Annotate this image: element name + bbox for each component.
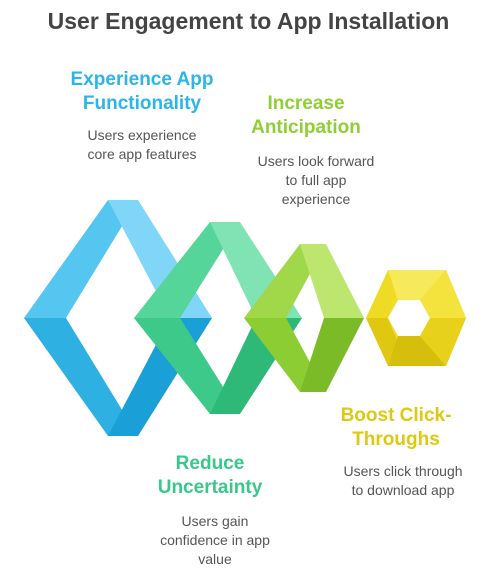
blue-hexagon-frame (24, 200, 212, 436)
stage-description-increase-anticipation: Users look forward to full app experienc… (257, 153, 375, 207)
stage-label-experience-app-functionality: Experience App Functionality (70, 69, 214, 114)
stage-description-experience-app-functionality: Users experience core app features (87, 127, 197, 162)
stage-label-boost-click-throughs: Boost Click- Throughs (340, 405, 452, 450)
stage-description-reduce-uncertainty: Users gain confidence in app value (160, 513, 270, 567)
yellow-hexagon-cube (366, 270, 466, 366)
stage-description-boost-click-throughs: Users click through to download app (343, 463, 463, 498)
lime-hexagon-frame (244, 244, 364, 392)
stage-label-reduce-uncertainty: Reduce Uncertainty (157, 453, 263, 498)
page-title: User Engagement to App Installation (47, 8, 450, 34)
stage-label-increase-anticipation: Increase Anticipation (251, 93, 361, 138)
